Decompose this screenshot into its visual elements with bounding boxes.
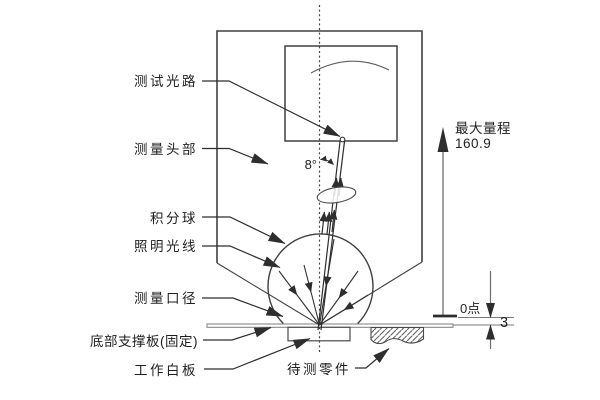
label-bottom-support-plate: 底部支撑板(固定) [90,334,198,349]
working-white-board-shape [287,326,351,342]
beam-arrow [324,211,333,235]
meter-scale-arc [310,60,390,74]
beam-line [317,141,341,331]
label-measuring-head: 测量头部 [134,142,198,157]
integrating-sphere-shape [267,233,374,324]
detector-box [284,45,398,142]
max-range-arrowhead [437,127,449,152]
lens-shape [316,186,357,204]
beam-line [320,141,346,331]
illumination-ray [319,270,359,326]
illumination-ray [319,294,369,326]
beam-arrow [329,209,338,233]
max-range-value: 160.9 [455,136,491,151]
zero-point-label: 0点 [460,301,480,316]
leader-part-under-test [355,348,390,369]
label-integrating-sphere: 积分球 [150,211,198,226]
test-beam-group [317,141,346,331]
illumination-ray [303,264,321,326]
leader-measuring-head [202,147,269,165]
label-illumination-rays: 照明光线 [134,239,198,254]
leader-measurement-aperture [202,297,284,318]
dimension-annotations: 最大量程 160.9 0点 3 [433,121,514,349]
measuring-head-outline [216,30,423,263]
gap-value-label: 3 [500,315,508,331]
leader-working-white-board [204,337,311,370]
callout-labels: 测试光路 测量头部 积分球 照明光线 测量口径 底部支撑板(固定) 工作白板 待… [90,74,390,378]
leader-illumination-rays [202,245,281,269]
beam-arrow [319,211,328,235]
max-range-caption: 最大量程 [455,121,511,136]
leader-bottom-support-plate [203,326,272,341]
angle-label: 8° [305,157,317,172]
part-under-test-shape [370,326,425,345]
angle-arc [320,155,334,165]
leader-integrating-sphere [202,216,286,245]
illumination-ray [278,270,320,326]
label-measurement-aperture: 测量口径 [134,291,198,306]
label-working-white-board: 工作白板 [134,363,198,378]
label-part-under-test: 待测零件 [287,362,351,377]
leader-test-light-path [202,80,341,138]
detector-point [339,136,346,143]
label-test-light-path: 测试光路 [134,74,198,89]
